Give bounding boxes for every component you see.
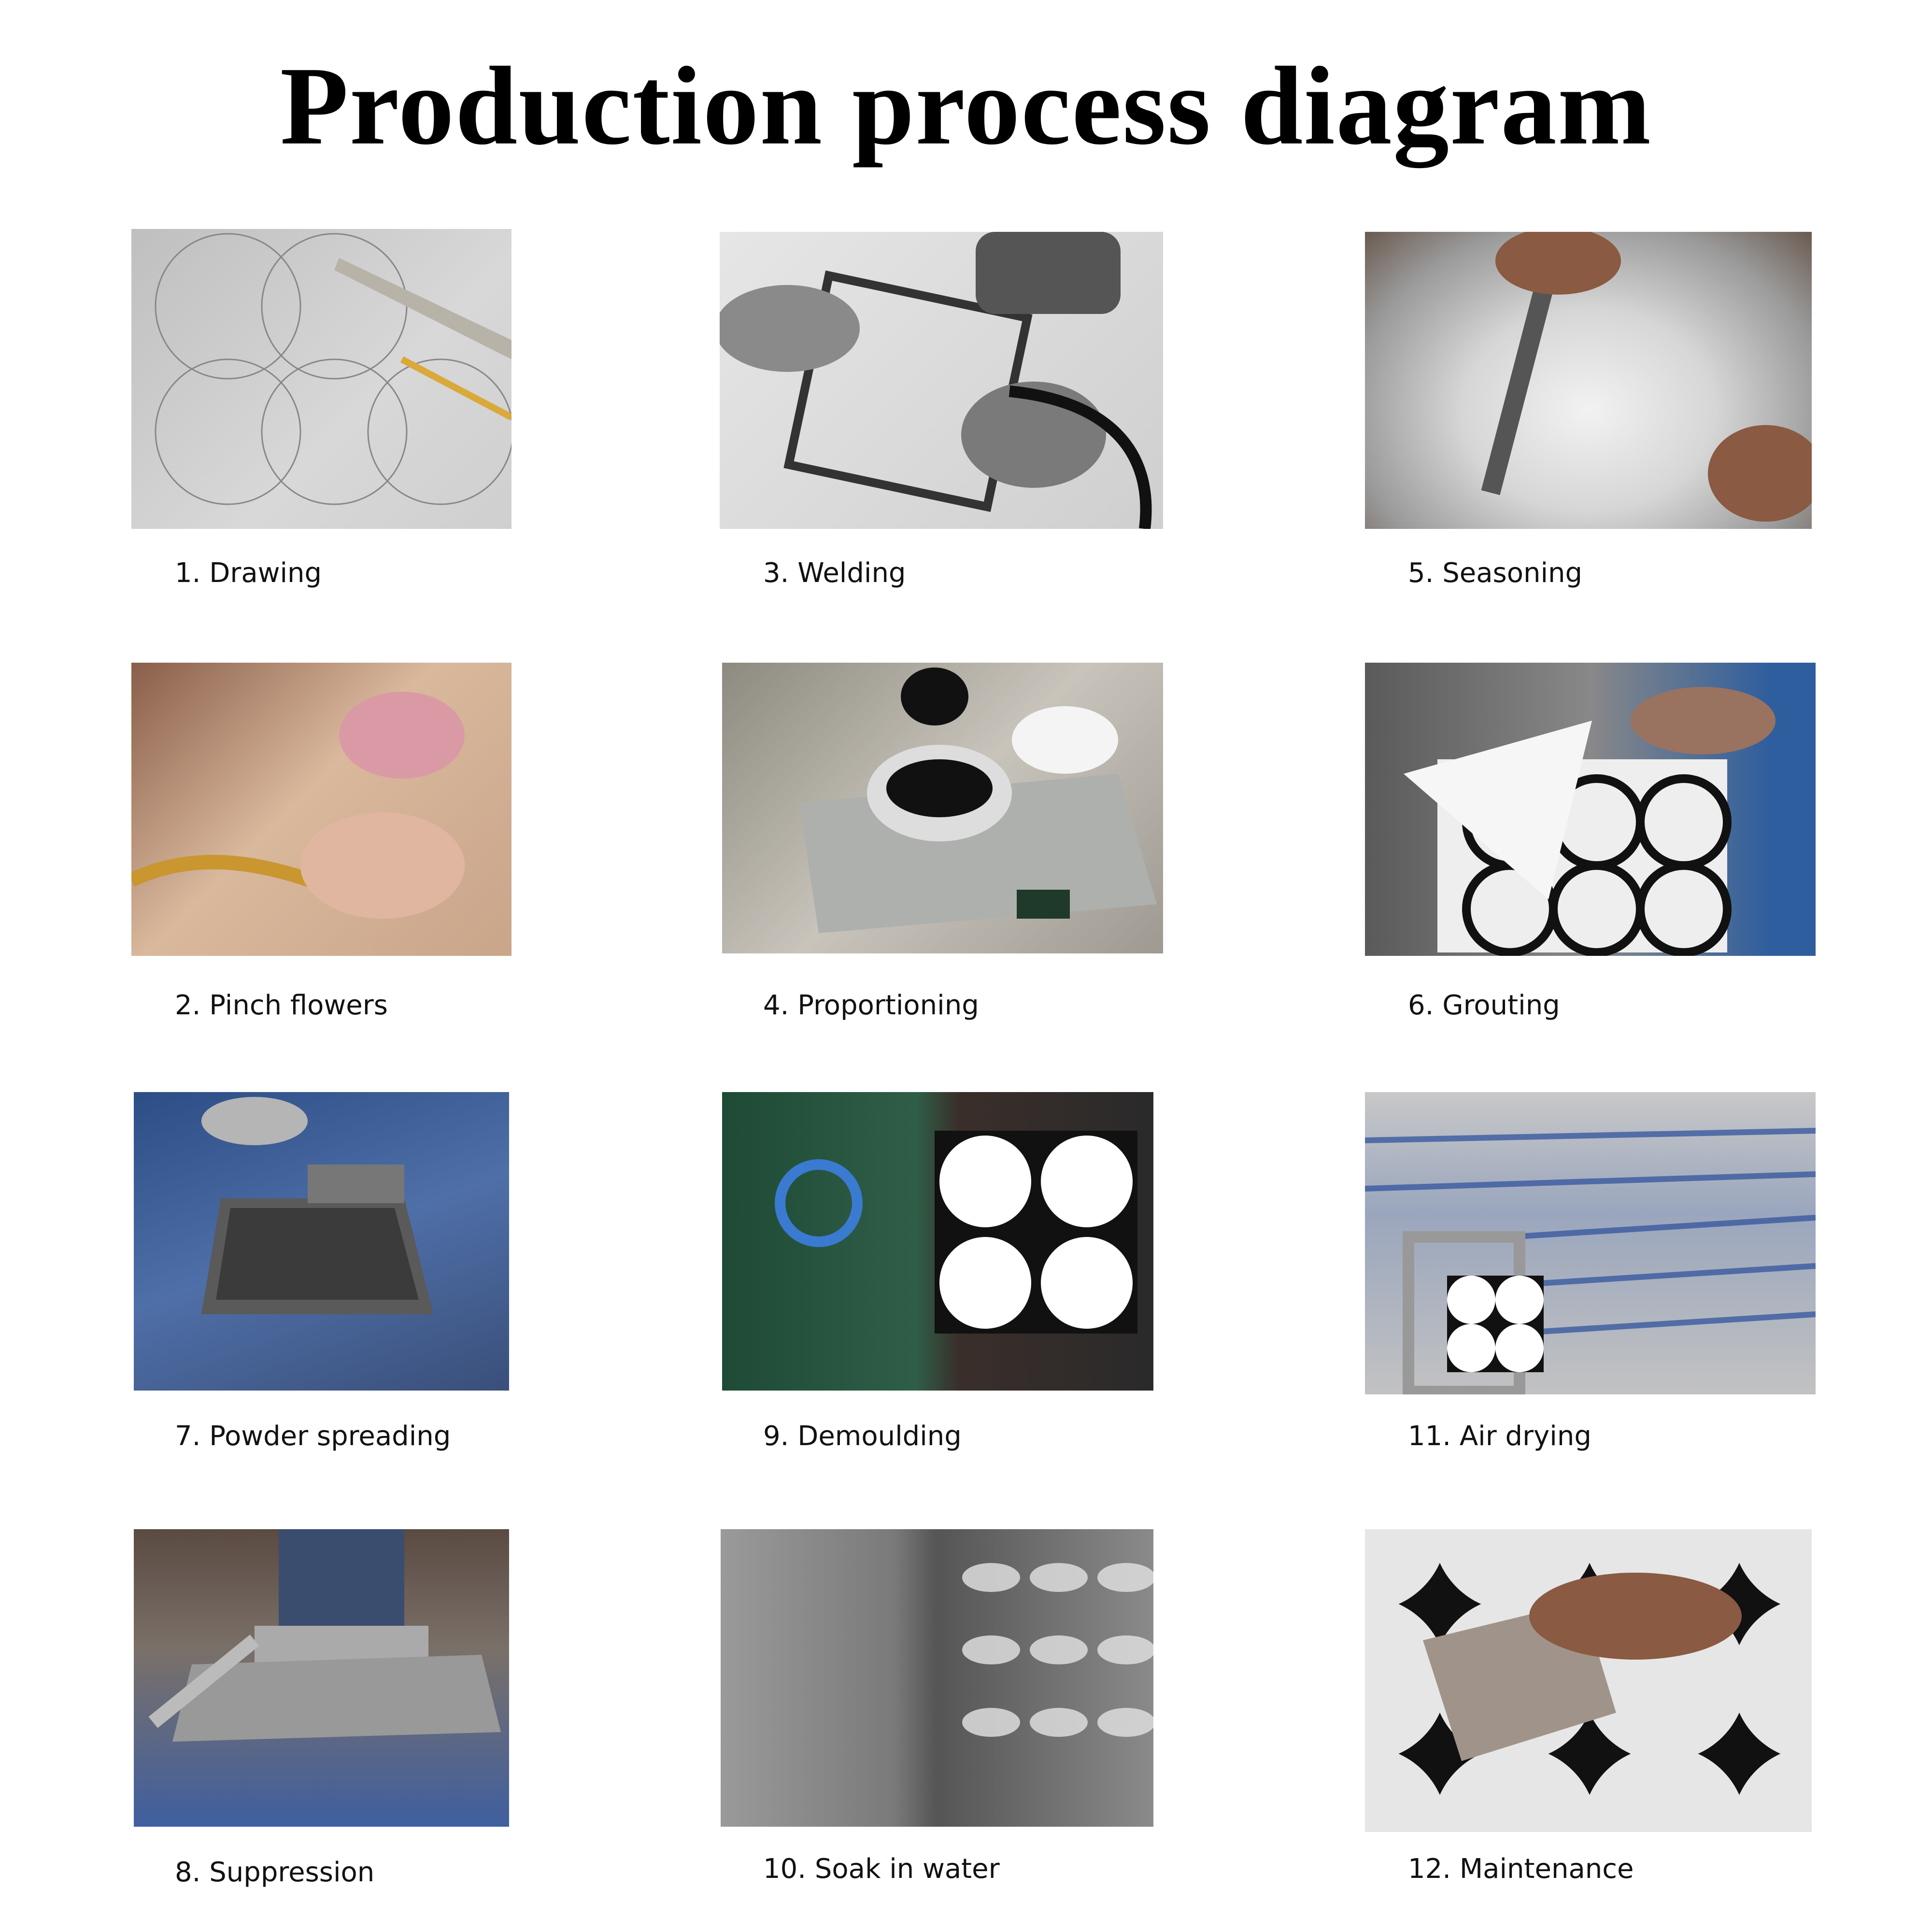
step-label-11: 11. Air drying xyxy=(1408,1421,1591,1452)
step-label-8: 8. Suppression xyxy=(175,1857,375,1888)
step-label-5: 5. Seasoning xyxy=(1408,557,1583,589)
photo-welding xyxy=(720,232,1163,529)
step-label-7: 7. Powder spreading xyxy=(175,1421,451,1452)
photo-proportioning xyxy=(722,663,1163,953)
photo-soak-in-water xyxy=(721,1529,1153,1827)
step-label-12: 12. Maintenance xyxy=(1408,1853,1634,1885)
page-title: Production process diagram xyxy=(280,44,1652,168)
step-label-10: 10. Soak in water xyxy=(763,1853,1000,1885)
photo-suppression xyxy=(134,1529,509,1827)
photo-powder-spreading xyxy=(134,1092,509,1391)
photo-maintenance xyxy=(1365,1529,1812,1832)
photo-drawing xyxy=(131,229,511,529)
step-label-2: 2. Pinch flowers xyxy=(175,990,388,1021)
step-label-4: 4. Proportioning xyxy=(763,990,979,1021)
step-label-1: 1. Drawing xyxy=(175,557,322,589)
photo-grouting xyxy=(1365,663,1816,956)
photo-pinch-flowers xyxy=(131,663,511,956)
step-label-3: 3. Welding xyxy=(763,557,906,589)
step-label-9: 9. Demoulding xyxy=(763,1421,962,1452)
photo-air-drying xyxy=(1365,1092,1816,1394)
step-label-6: 6. Grouting xyxy=(1408,990,1560,1021)
photo-demoulding xyxy=(722,1092,1153,1391)
photo-seasoning xyxy=(1365,232,1812,529)
